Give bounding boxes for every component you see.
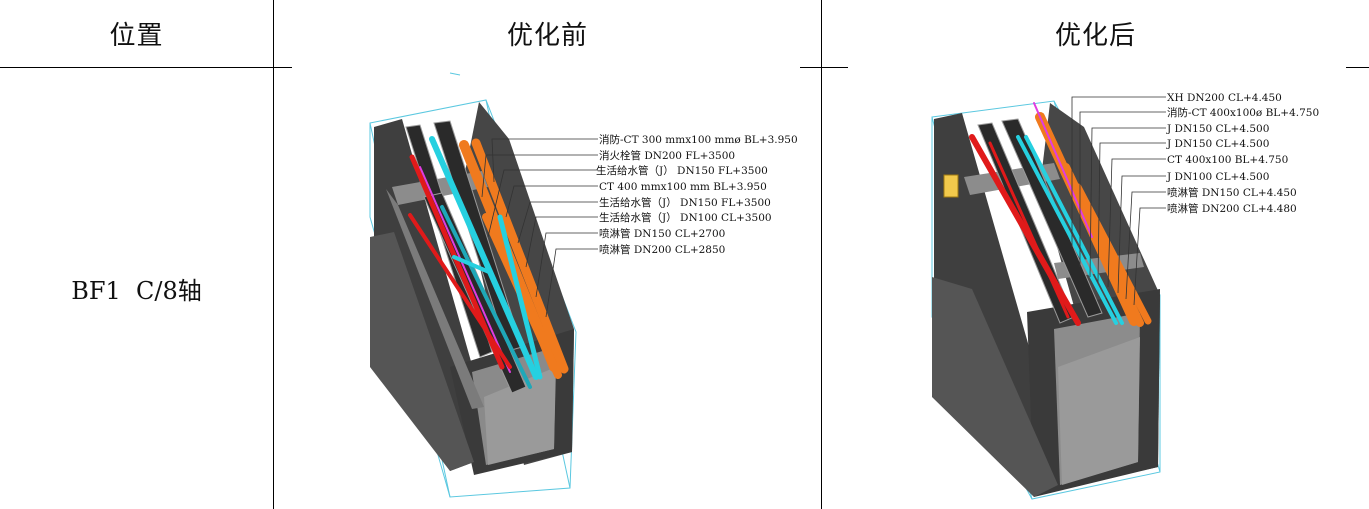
column-divider-1 [273,0,274,509]
before-label-2: 消火栓管 DN200 FL+3500 [599,149,735,162]
yellow-box [943,174,959,198]
after-label-1: XH DN200 CL+4.450 [1167,92,1282,104]
after-leaders [1071,96,1166,306]
header-bottom-rule-left [0,67,292,68]
before-labels: 消防-CT 300 mmx100 mmø BL+3.950 消火栓管 DN200… [596,133,798,256]
before-label-3: 生活给水管（J） DN150 FL+3500 [596,164,768,177]
header-location: 位置 [109,21,164,51]
lower-left-wall [370,232,474,471]
before-leaders [481,138,598,318]
header-bottom-rule-mid [800,67,848,68]
after-label-7: 喷淋管 DN150 CL+4.450 [1167,186,1297,199]
left-wall-after [934,113,1052,497]
floor [484,367,556,465]
header-bottom-rule-right [1346,67,1369,68]
before-label-5: 生活给水管（J） DN150 FL+3500 [599,196,771,209]
pipes [408,136,569,389]
before-model-view: 消防-CT 300 mmx100 mmø BL+3.950 消火栓管 DN200… [369,72,798,498]
after-label-3: J DN150 CL+4.500 [1166,123,1269,135]
header-after: 优化后 [1054,21,1136,51]
after-label-6: J DN100 CL+4.500 [1166,171,1269,183]
location-cell: BF1 C/8轴 [71,276,202,305]
floor-after [1058,337,1140,485]
before-label-4: CT 400 mmx100 mm BL+3.950 [599,181,767,193]
after-labels: XH DN200 CL+4.450 消防-CT 400x100ø BL+4.75… [1166,92,1319,215]
lower-left-wall-after [932,277,1058,497]
before-label-6: 生活给水管（J） DN100 CL+3500 [599,211,772,224]
header-before: 优化前 [506,21,588,51]
after-label-5: CT 400x100 BL+4.750 [1167,154,1288,166]
after-label-2: 消防-CT 400x100ø BL+4.750 [1167,106,1319,119]
after-label-8: 喷淋管 DN200 CL+4.480 [1167,202,1297,215]
after-model-view: XH DN200 CL+4.450 消防-CT 400x100ø BL+4.75… [931,92,1319,500]
before-label-7: 喷淋管 DN150 CL+2700 [599,227,725,240]
before-label-1: 消防-CT 300 mmx100 mmø BL+3.950 [599,133,798,146]
mid-beam [386,189,484,409]
before-label-8: 喷淋管 DN200 CL+2850 [599,243,725,256]
after-label-4: J DN150 CL+4.500 [1166,138,1269,150]
column-divider-2 [821,0,822,509]
